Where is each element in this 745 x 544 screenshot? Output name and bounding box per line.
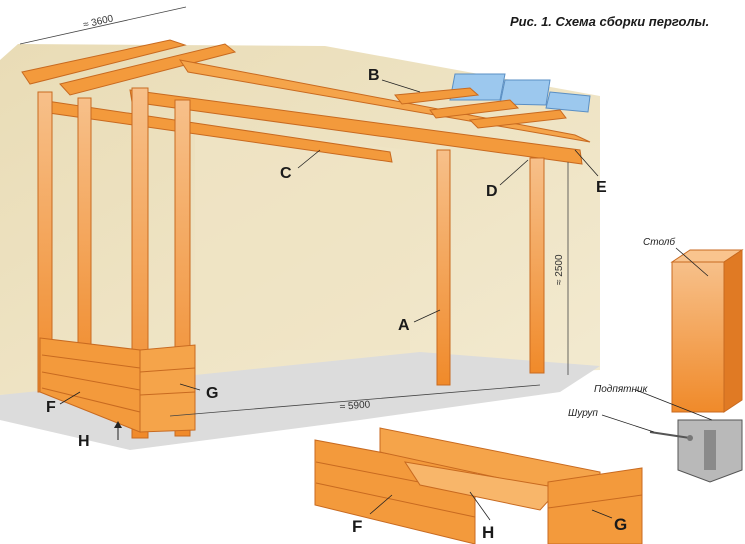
label-C: C: [280, 165, 292, 182]
top-beam-left-2: [59, 43, 237, 96]
top-beam-left-1: [21, 39, 187, 85]
plank-line: [41, 387, 141, 413]
leader-G: [179, 383, 201, 391]
cross-rafter: [468, 109, 567, 129]
label-H: H: [78, 433, 90, 450]
label-H2: H: [482, 523, 494, 542]
dim-height: ≈ 2500: [554, 254, 565, 285]
label-E: E: [596, 179, 607, 196]
leader-D: [499, 159, 529, 186]
label-B: B: [368, 67, 380, 84]
post-base-slot: [704, 430, 716, 470]
leader-A: [413, 309, 441, 323]
glass-panel: [499, 79, 551, 106]
leader-screw: [601, 414, 655, 433]
plank-line: [547, 494, 643, 509]
label-A: A: [398, 317, 410, 334]
post-D: [529, 157, 545, 374]
post-detail-side: [723, 249, 743, 413]
exploded-bottom-H: [403, 461, 561, 511]
label-G: G: [206, 385, 218, 402]
dim-line-length: [169, 384, 541, 417]
dim-width: ≈ 3600: [82, 13, 115, 31]
post-A: [436, 149, 451, 386]
leader-E: [574, 149, 599, 177]
callout-screw: Шуруп: [568, 408, 598, 419]
exploded-side-G: [547, 467, 643, 544]
plank-line: [139, 367, 196, 373]
beam-E: [129, 89, 583, 165]
cross-rafter: [394, 87, 480, 105]
screw: [649, 431, 691, 439]
leader-C: [297, 149, 321, 169]
leader-post: [675, 247, 709, 277]
figure-caption: Рис. 1. Схема сборки перголы.: [510, 14, 710, 29]
plank-line: [41, 371, 141, 391]
planter-G: [139, 344, 196, 433]
leader-H2: [469, 491, 491, 521]
plank-line: [315, 482, 476, 518]
label-G2: G: [614, 515, 627, 534]
plank-line: [139, 391, 196, 396]
glass-panel: [545, 91, 591, 113]
screw-head: [687, 435, 693, 441]
leader-B: [381, 79, 421, 93]
leader-F: [59, 391, 81, 405]
arrow-head: [114, 421, 122, 428]
dim-line-width: [19, 6, 187, 45]
cross-rafter: [429, 99, 520, 119]
inner-wall: [195, 125, 410, 350]
callout-post-base: Подпятник: [594, 384, 649, 395]
label-F: F: [46, 399, 56, 416]
post-detail: [671, 261, 725, 413]
leader-F2: [369, 494, 393, 515]
callout-post: Столб: [643, 236, 675, 248]
label-D: D: [486, 183, 498, 200]
leader-post-base: [635, 389, 713, 421]
label-F2: F: [352, 517, 362, 536]
dim-length: ≈ 5900: [339, 399, 371, 413]
plank-line: [41, 354, 141, 369]
leader-G2: [591, 509, 613, 519]
